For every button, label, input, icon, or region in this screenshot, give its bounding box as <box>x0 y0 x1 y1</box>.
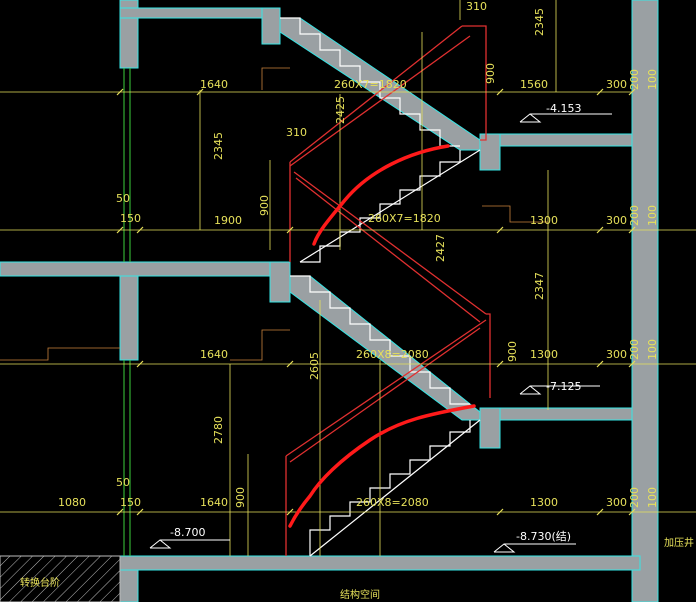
wall-dim-150-lower: 150 <box>120 496 141 509</box>
lower-flight-steps-descending <box>290 275 470 405</box>
col-a-2: 300 <box>606 214 627 227</box>
wall-dim-50-upper: 50 <box>116 192 130 205</box>
lower-tread-dim-bottom: 260X8=2080 <box>356 496 429 509</box>
label-bottom-center: 结构空间 <box>340 588 380 601</box>
markup-curve-upper <box>312 144 450 246</box>
upper-height-right-dim: 2345 <box>533 8 546 36</box>
upper-handrail-right <box>462 25 487 141</box>
label-bottom-left: 转换台阶 <box>20 576 60 589</box>
label-right-edge: 加压井 <box>664 536 694 549</box>
dimension-ticks <box>116 88 636 516</box>
bottom-slab <box>119 555 641 571</box>
upper-rail-offset-left: 310 <box>286 126 307 139</box>
mid-slab-drop <box>269 261 291 303</box>
upper-return-underside <box>299 149 481 263</box>
upper-flight-height-b: 2427 <box>434 234 447 262</box>
lower-height-right: 2347 <box>533 272 546 300</box>
lower-handrail-inner <box>289 327 481 463</box>
far-left-dim: 1080 <box>58 496 86 509</box>
lower-handrail-diag <box>285 319 487 457</box>
level-lower: -7.125 <box>546 380 581 393</box>
col-c-upper: 100 <box>646 69 659 90</box>
red-markup <box>288 144 476 528</box>
upper-handrail-top <box>289 25 463 163</box>
lower-landing-slab <box>479 407 633 421</box>
upper-flight-steps-descending <box>280 17 460 147</box>
top-slab <box>119 7 281 19</box>
upper-rail-offset-right: 310 <box>466 0 487 13</box>
level-bottom-right: -8.730(结) <box>516 530 571 543</box>
lower-tread-dim-top: 260X8=2080 <box>356 348 429 361</box>
right-wall <box>631 0 659 602</box>
structure <box>0 0 659 602</box>
upper-tread-dim-bottom: 260X7=1820 <box>368 212 441 225</box>
level-markers <box>149 113 612 553</box>
top-slab-notch <box>261 7 281 45</box>
upper-rail-height-right: 900 <box>484 63 497 84</box>
lower-right-run-a: 1300 <box>530 348 558 361</box>
lower-left-run-dim: 1640 <box>200 496 228 509</box>
col-a-4: 300 <box>606 496 627 509</box>
upper-height-left-dim: 2345 <box>212 132 225 160</box>
lower-rail-height-left: 900 <box>234 487 247 508</box>
mid-slab <box>0 261 291 277</box>
level-bottom-left: -8.700 <box>170 526 205 539</box>
hatched-ground <box>0 555 121 602</box>
col-b-4: 200 <box>628 487 641 508</box>
lower-height-left: 2780 <box>212 416 225 444</box>
upper-landing-slab <box>479 133 633 147</box>
lower-return-steps <box>309 420 471 556</box>
leader-lines <box>0 67 548 361</box>
upper-handrail-inner <box>289 35 471 167</box>
left-column-mid <box>119 261 139 361</box>
lower-right-run-b: 1300 <box>530 496 558 509</box>
lower-rail-height-right: 900 <box>506 341 519 362</box>
col-b-2: 200 <box>628 205 641 226</box>
mid-handrail-diag <box>293 171 487 315</box>
upper-return-steps <box>300 150 461 263</box>
upper-flight-height-a: 2425 <box>334 96 347 124</box>
upper-tread-dim-top: 260X7=1820 <box>334 78 407 91</box>
steps <box>280 17 481 557</box>
upper-landing-left-dim: 1640 <box>200 78 228 91</box>
markup-curve-lower <box>288 404 476 528</box>
col-b-3: 200 <box>628 339 641 360</box>
lower-landing-beam <box>479 407 501 449</box>
col-c-4: 100 <box>646 487 659 508</box>
texts: 260X7=1820 260X7=1820 1640 1560 1900 130… <box>20 0 694 601</box>
mid-handrail-right <box>486 313 491 398</box>
upper-left-run-dim: 1900 <box>214 214 242 227</box>
level-upper: -4.153 <box>546 102 581 115</box>
wall-dim-150-upper: 150 <box>120 212 141 225</box>
col-a-3: 300 <box>606 348 627 361</box>
col-b-upper: 200 <box>628 69 641 90</box>
upper-landing-beam <box>479 133 501 171</box>
upper-rail-height-left: 900 <box>258 195 271 216</box>
lower-flight-height: 2605 <box>308 352 321 380</box>
col-a-upper: 300 <box>606 78 627 91</box>
handrails <box>285 25 491 556</box>
col-c-3: 100 <box>646 339 659 360</box>
wall-dim-50-lower: 50 <box>116 476 130 489</box>
upper-landing-right-dim: 1560 <box>520 78 548 91</box>
upper-right-run-dim: 1300 <box>530 214 558 227</box>
lower-return-underside <box>309 419 481 557</box>
mid-handrail-inner <box>295 177 481 323</box>
col-c-2: 100 <box>646 205 659 226</box>
lower-landing-left-dim: 1640 <box>200 348 228 361</box>
dimension-lines <box>0 0 696 556</box>
